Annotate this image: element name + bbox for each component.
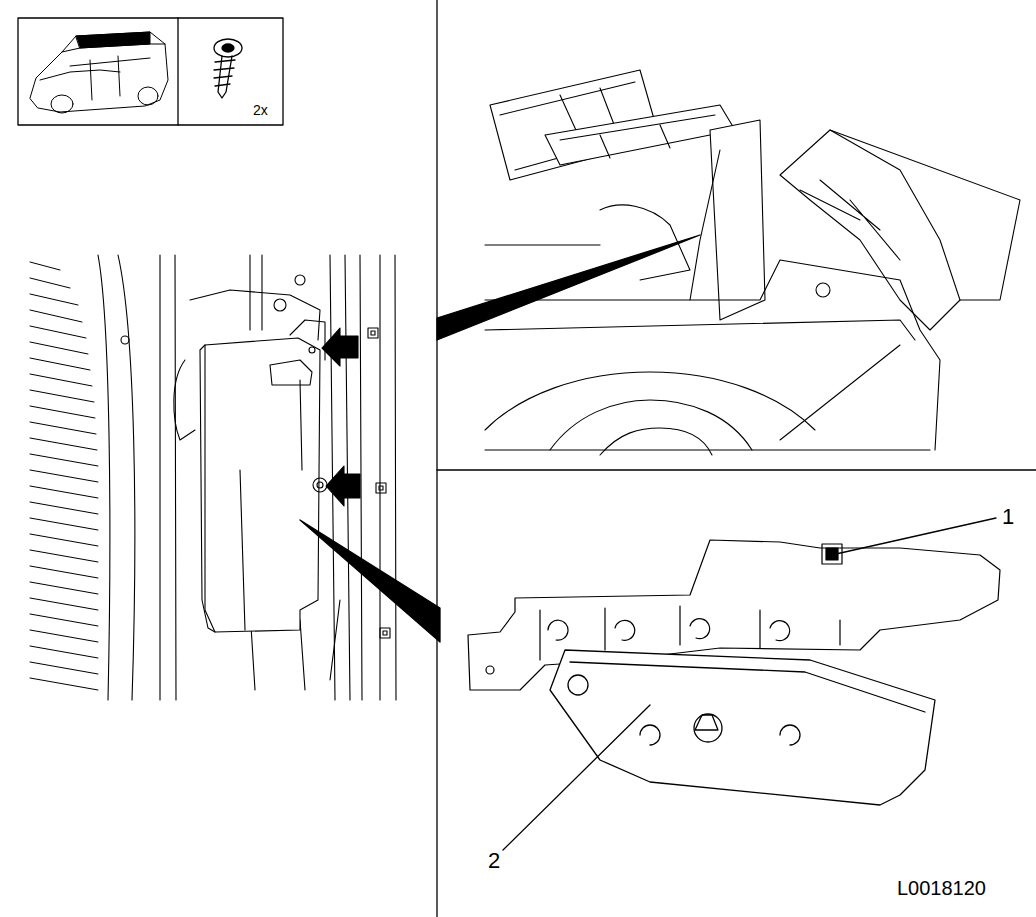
part-trim — [550, 650, 935, 805]
screw-icon — [214, 39, 242, 98]
figure-code: L0018120 — [897, 878, 986, 898]
thumbnail-frame — [18, 18, 283, 125]
car-icon — [30, 32, 168, 113]
callout-number: 2 — [488, 850, 500, 872]
view-pointer — [300, 520, 440, 642]
view-pointer — [437, 235, 700, 340]
leader-line — [836, 518, 996, 554]
thumbnail-divider — [177, 18, 178, 125]
callout-number: 1 — [1002, 506, 1014, 528]
detail-view — [30, 255, 396, 700]
quantity-label: 2x — [253, 103, 268, 117]
leader-line — [503, 705, 650, 850]
car-view — [485, 70, 1020, 455]
panel-divider — [436, 0, 437, 917]
panel-divider — [437, 469, 1036, 470]
